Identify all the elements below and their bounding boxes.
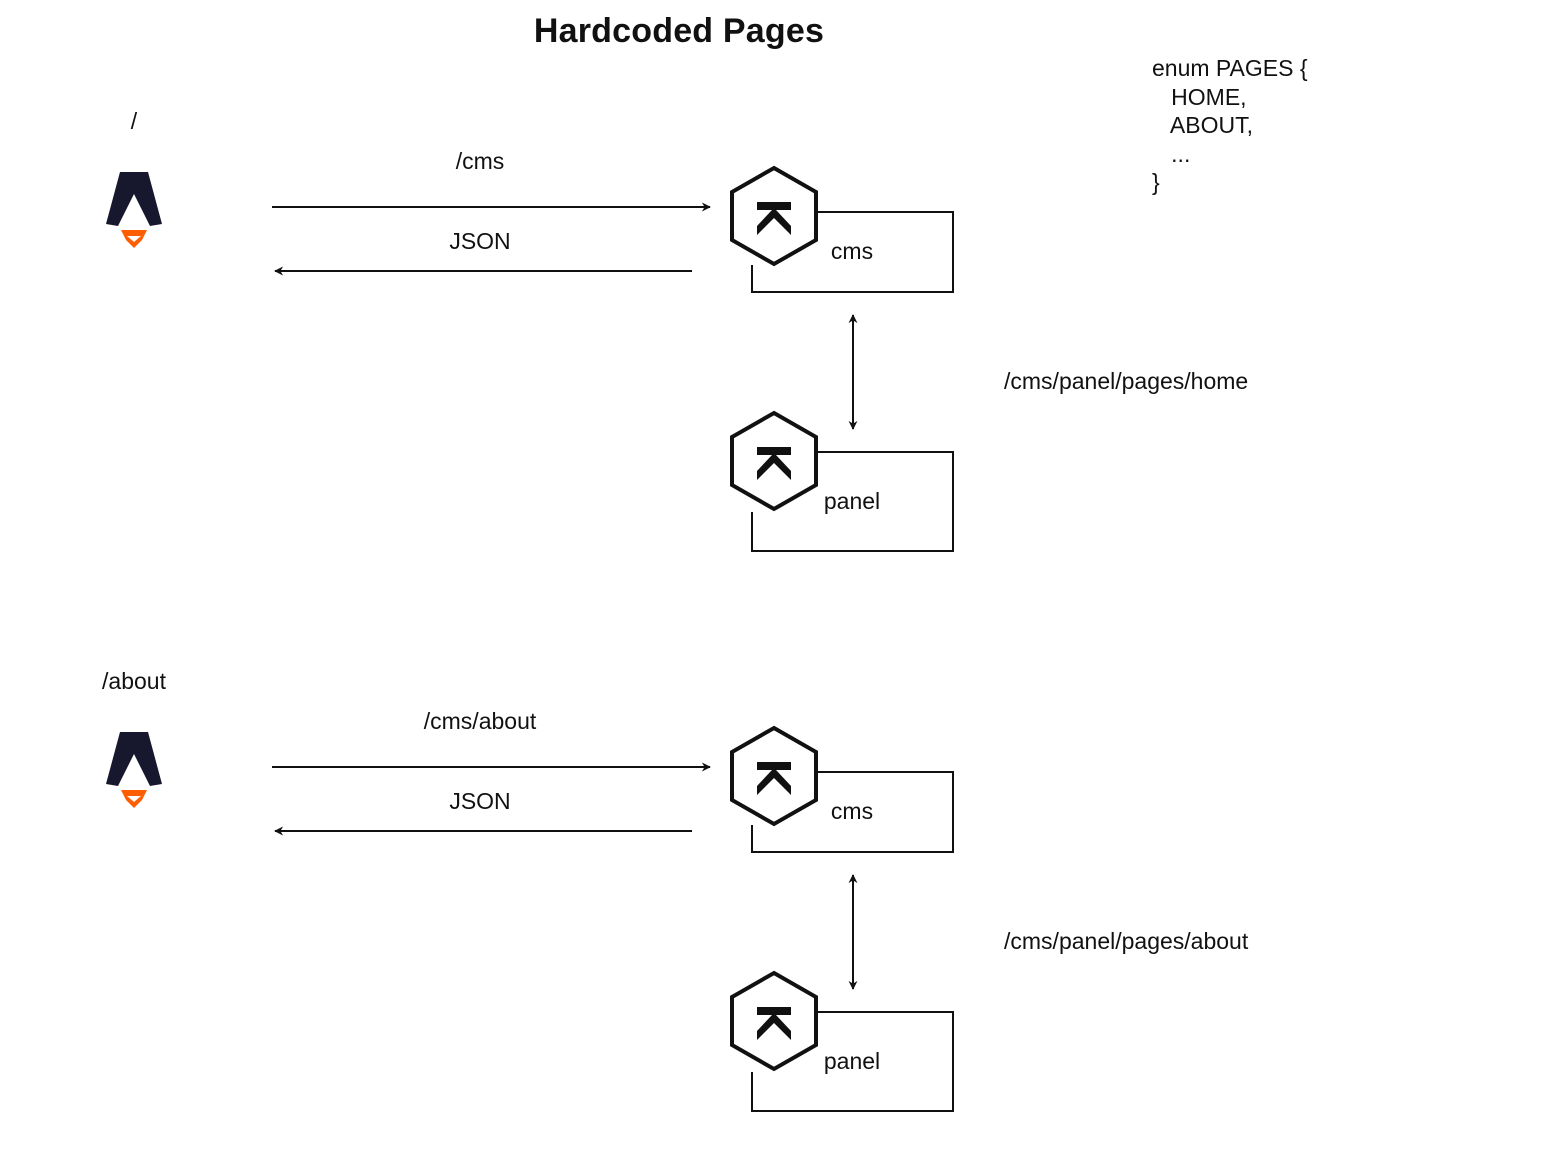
panel-label: panel (823, 488, 881, 514)
diagram-title: Hardcoded Pages (533, 12, 825, 50)
response-label: JSON (449, 228, 511, 254)
astro-logo-icon (106, 732, 162, 808)
code-line: ABOUT, (1152, 112, 1253, 138)
cms-box (751, 211, 954, 293)
cms-label: cms (830, 798, 874, 824)
response-label: JSON (449, 788, 511, 814)
panel-path-label: /cms/panel/pages/home (1004, 368, 1249, 394)
code-line: ... (1152, 140, 1191, 167)
panel-label: panel (823, 1048, 881, 1074)
request-label: /cms (455, 148, 505, 174)
kirby-cms-icon (730, 166, 818, 266)
code-line: HOME, (1152, 83, 1247, 110)
code-line: } (1152, 169, 1160, 195)
route-label: /about (102, 668, 166, 694)
flow-home (106, 166, 954, 552)
cms-box (751, 771, 954, 853)
panel-box (751, 1011, 954, 1112)
kirby-panel-icon (730, 971, 818, 1071)
astro-logo-icon (106, 172, 162, 248)
code-line: enum PAGES { (1152, 55, 1308, 81)
route-label: / (130, 108, 138, 134)
flow-about (106, 726, 954, 1112)
panel-box (751, 451, 954, 552)
kirby-panel-icon (730, 411, 818, 511)
kirby-cms-icon (730, 726, 818, 826)
enum-pages-code: enum PAGES { HOME, ABOUT, ...} (1152, 54, 1308, 197)
cms-label: cms (830, 238, 874, 264)
panel-path-label: /cms/panel/pages/about (1004, 928, 1249, 954)
request-label: /cms/about (423, 708, 537, 734)
